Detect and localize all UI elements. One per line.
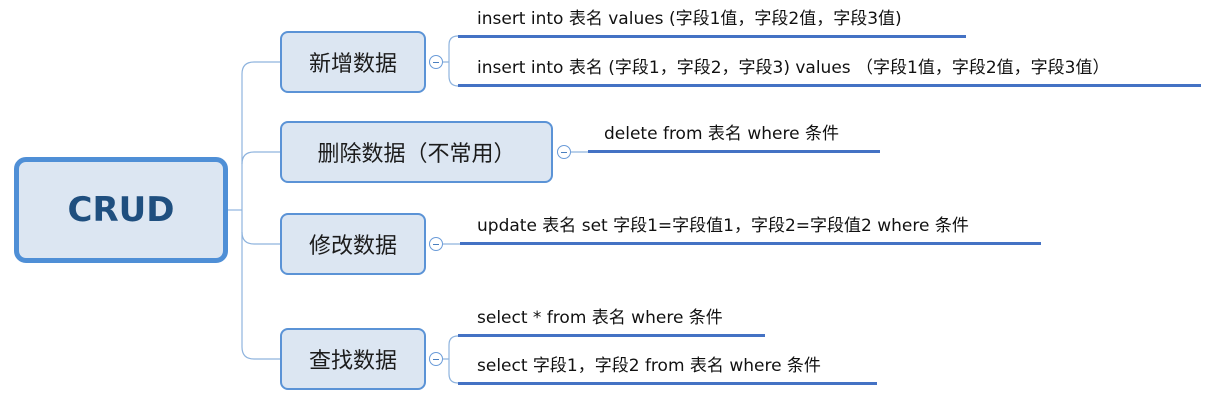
leaf-underline <box>460 242 1041 245</box>
leaf-node[interactable]: update 表名 set 字段1=字段值1，字段2=字段值2 where 条件 <box>477 216 969 236</box>
collapse-icon[interactable] <box>429 352 443 366</box>
branch-node-insert[interactable]: 新增数据 <box>280 31 426 93</box>
collapse-icon[interactable] <box>429 237 443 251</box>
leaf-connector-select <box>443 335 459 384</box>
leaf-node[interactable]: select * from 表名 where 条件 <box>477 308 723 328</box>
leaf-underline <box>458 35 966 38</box>
root-node[interactable]: CRUD <box>14 157 228 263</box>
leaf-node[interactable]: insert into 表名 (字段1，字段2，字段3) values （字段1… <box>477 58 1110 78</box>
leaf-node[interactable]: select 字段1，字段2 from 表名 where 条件 <box>477 356 821 376</box>
branch-node-delete[interactable]: 删除数据（不常用） <box>280 121 553 183</box>
collapse-icon[interactable] <box>557 145 571 159</box>
leaf-underline <box>458 382 877 385</box>
leaf-underline <box>458 84 1201 87</box>
leaf-underline <box>588 150 880 153</box>
leaf-node[interactable]: insert into 表名 values (字段1值，字段2值，字段3值) <box>477 9 902 29</box>
trunk-line <box>241 61 255 360</box>
branch-node-select[interactable]: 查找数据 <box>280 328 426 390</box>
leaf-underline <box>458 334 765 337</box>
collapse-icon[interactable] <box>429 55 443 69</box>
leaf-connector-insert <box>443 35 459 87</box>
branch-connector-update <box>241 231 280 245</box>
branch-node-update[interactable]: 修改数据 <box>280 213 426 275</box>
branch-connector-delete <box>241 151 280 165</box>
leaf-node[interactable]: delete from 表名 where 条件 <box>604 124 839 144</box>
